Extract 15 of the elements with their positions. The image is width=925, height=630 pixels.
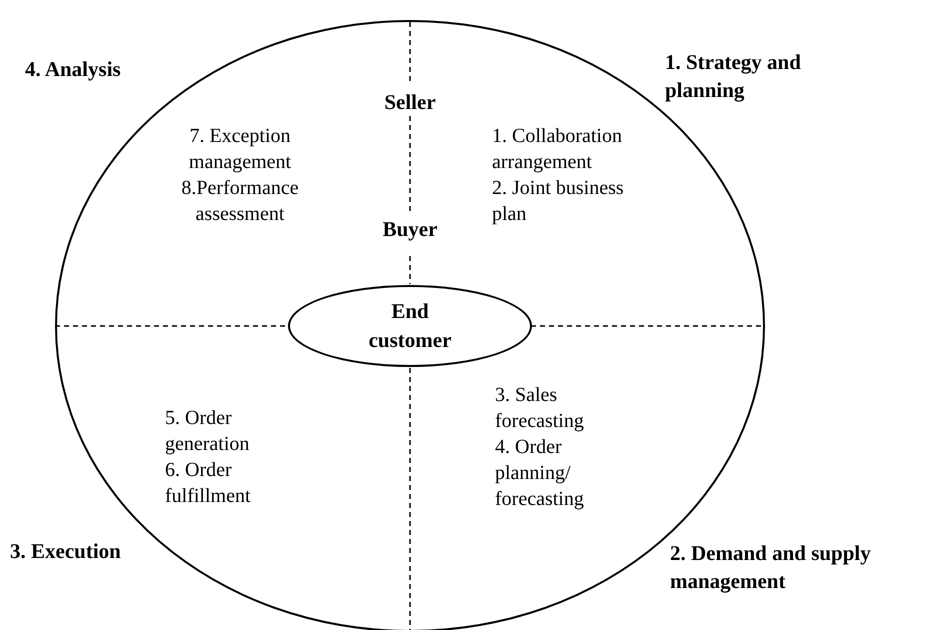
role-label: Seller	[383, 89, 437, 116]
step-text: 4. Order planning/ forecasting	[495, 435, 585, 512]
quadrant-title: 3. Execution	[10, 538, 122, 565]
quadrant-title: 2. Demand and supply management	[670, 540, 872, 595]
step-text: 5. Order generation	[165, 406, 250, 457]
step-text: 3. Sales forecasting	[495, 383, 585, 434]
quadrant-title: 4. Analysis	[25, 56, 122, 83]
step-text: 6. Order fulfillment	[165, 458, 252, 509]
step-text: 2. Joint business plan	[492, 176, 625, 227]
step-text: 7. Exception management	[188, 124, 292, 175]
quadrant-title: 1. Strategy and planning	[665, 49, 802, 104]
step-text: 1. Collaboration arrangement	[492, 124, 623, 175]
step-text: 8.Performance assessment	[180, 176, 300, 227]
role-label: Buyer	[382, 216, 438, 243]
customer-ellipse: End customer	[288, 285, 532, 367]
